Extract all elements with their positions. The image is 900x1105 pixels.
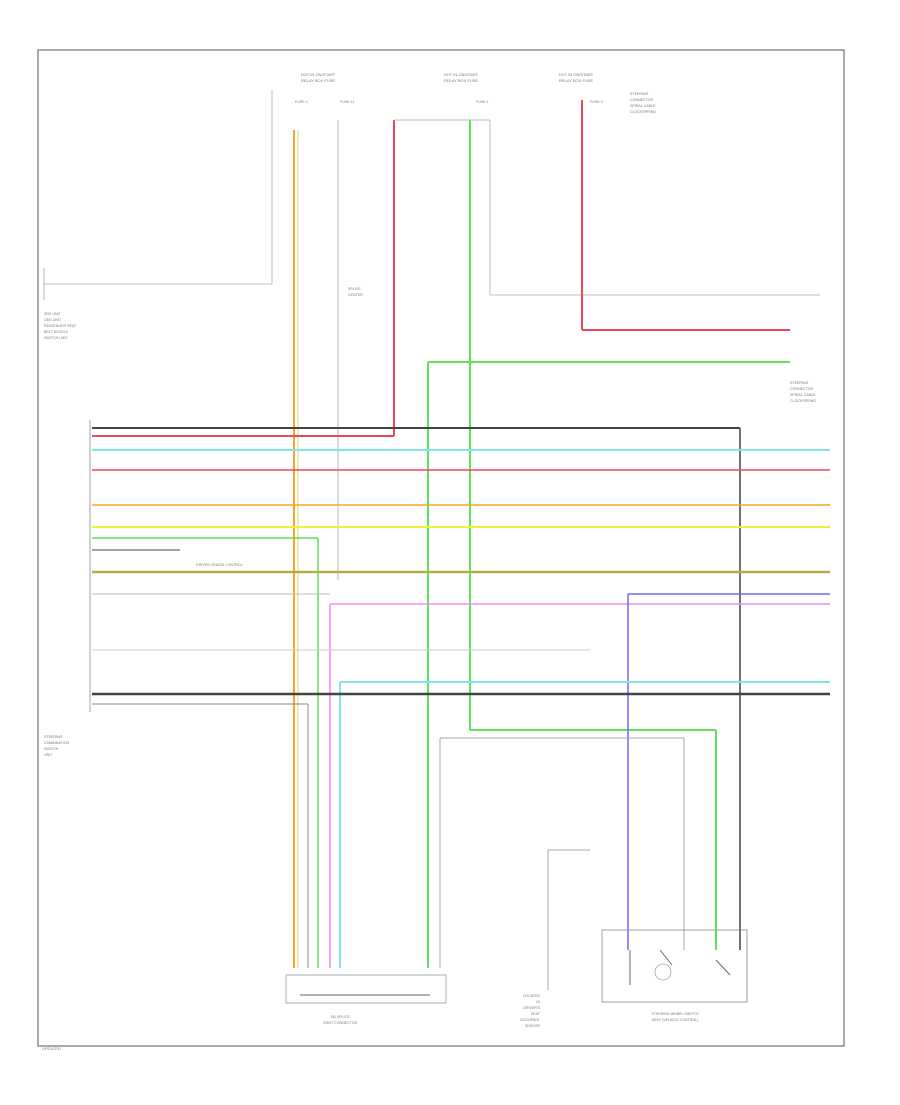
diagram-frame [37,49,845,1047]
fuse-label: FUSE 1 [476,100,489,104]
steering-combination-switch: STEERING COMBINATION SWITCH UNIT [44,420,91,757]
fuse-label: FUSE 3 [590,100,603,104]
component-label: SRS UNIT [44,312,62,316]
seat-sensor-legend: LOCATED IN DRIVER'S SEAT OCCUPANT SENSOR [520,849,590,1028]
component-label: STEERING [630,92,649,96]
vertical-wires [271,90,820,968]
srs-unit-block: SRS UNIT ODS UNIT PASSENGER SEAT BELT BU… [43,268,272,340]
fuse-box-3: HOT IN ON/START RELAY BOX FUSE FUSE 3 [559,72,603,104]
component-label: STEERING [790,381,809,385]
component-label: SPIRAL CABLE [790,393,816,397]
component-label: SPLICE [348,287,361,291]
component-label: CLOCKSPRING [790,399,816,403]
component-label: CONNECTOR [630,98,653,102]
component-label: CENTER [348,293,363,297]
fuse-box-1-title: HOT IN ON/START [301,72,336,77]
component-label: IN [536,1000,540,1004]
component-label: DRIVER'S [523,1006,540,1010]
fuse-box-2-subtitle: RELAY BOX FUSE [444,78,478,83]
component-label: ODS UNIT [44,318,62,322]
steering-wheel-switch-assy: STEERING WHEEL SWITCH ASSY (VEHICLE CONT… [601,929,748,1022]
component-label: STEERING [44,735,63,739]
component-label: STEERING WHEEL SWITCH [651,1012,699,1016]
fuse-label: FUSE 4 [295,100,308,104]
component-label: ASSY (VEHICLE CONTROL) [652,1018,699,1022]
component-label: UNIT [44,753,53,757]
fuse-box-2: HOT IN ON/START RELAY BOX FUSE FUSE 1 [444,72,489,104]
fuse-box-3-title: HOT IN ON/START [559,72,594,77]
component-label: JOINT CONNECTOR [323,1021,358,1025]
splice-center: SPLICE CENTER [348,287,363,297]
component-label: SWITCH [44,747,59,751]
fuse-box-2-title: HOT IN ON/START [444,72,479,77]
clockspring-right: STEERING CONNECTOR SPIRAL CABLE CLOCKSPR… [790,381,816,403]
fuse-box-1-subtitle: RELAY BOX FUSE [301,78,335,83]
component-label: LOCATED [523,994,540,998]
component-label: SENSOR [525,1024,541,1028]
horizontal-wires [92,427,830,968]
component-label: SPIRAL CABLE [630,104,656,108]
component-label: CONNECTOR [790,387,813,391]
component-label: J/B SPLICE [331,1015,351,1019]
component-label: PASSENGER SEAT [44,324,77,328]
component-label: SWITCH UNIT [44,336,68,340]
right-upper-component: STEERING CONNECTOR SPIRAL CABLE CLOCKSPR… [630,92,656,114]
component-label: COMBINATION [44,741,69,745]
fuse-box-1: HOT IN ON/START RELAY BOX FUSE FUSE 4 FU… [295,72,354,104]
joint-connector: J/B SPLICE JOINT CONNECTOR [285,974,447,1025]
page-code: UPDATED [42,1046,61,1051]
cruise-control-label: DRIVER CRUISE CONTROL [196,563,243,567]
component-label: CLOCKSPRING [630,110,656,114]
fuse-box-3-subtitle: RELAY BOX FUSE [559,78,593,83]
fuse-label: FUSE 11 [340,100,354,104]
component-label: SEAT [531,1012,541,1016]
component-label: BELT BUCKLE [44,330,69,334]
component-label: OCCUPANT [520,1018,541,1022]
